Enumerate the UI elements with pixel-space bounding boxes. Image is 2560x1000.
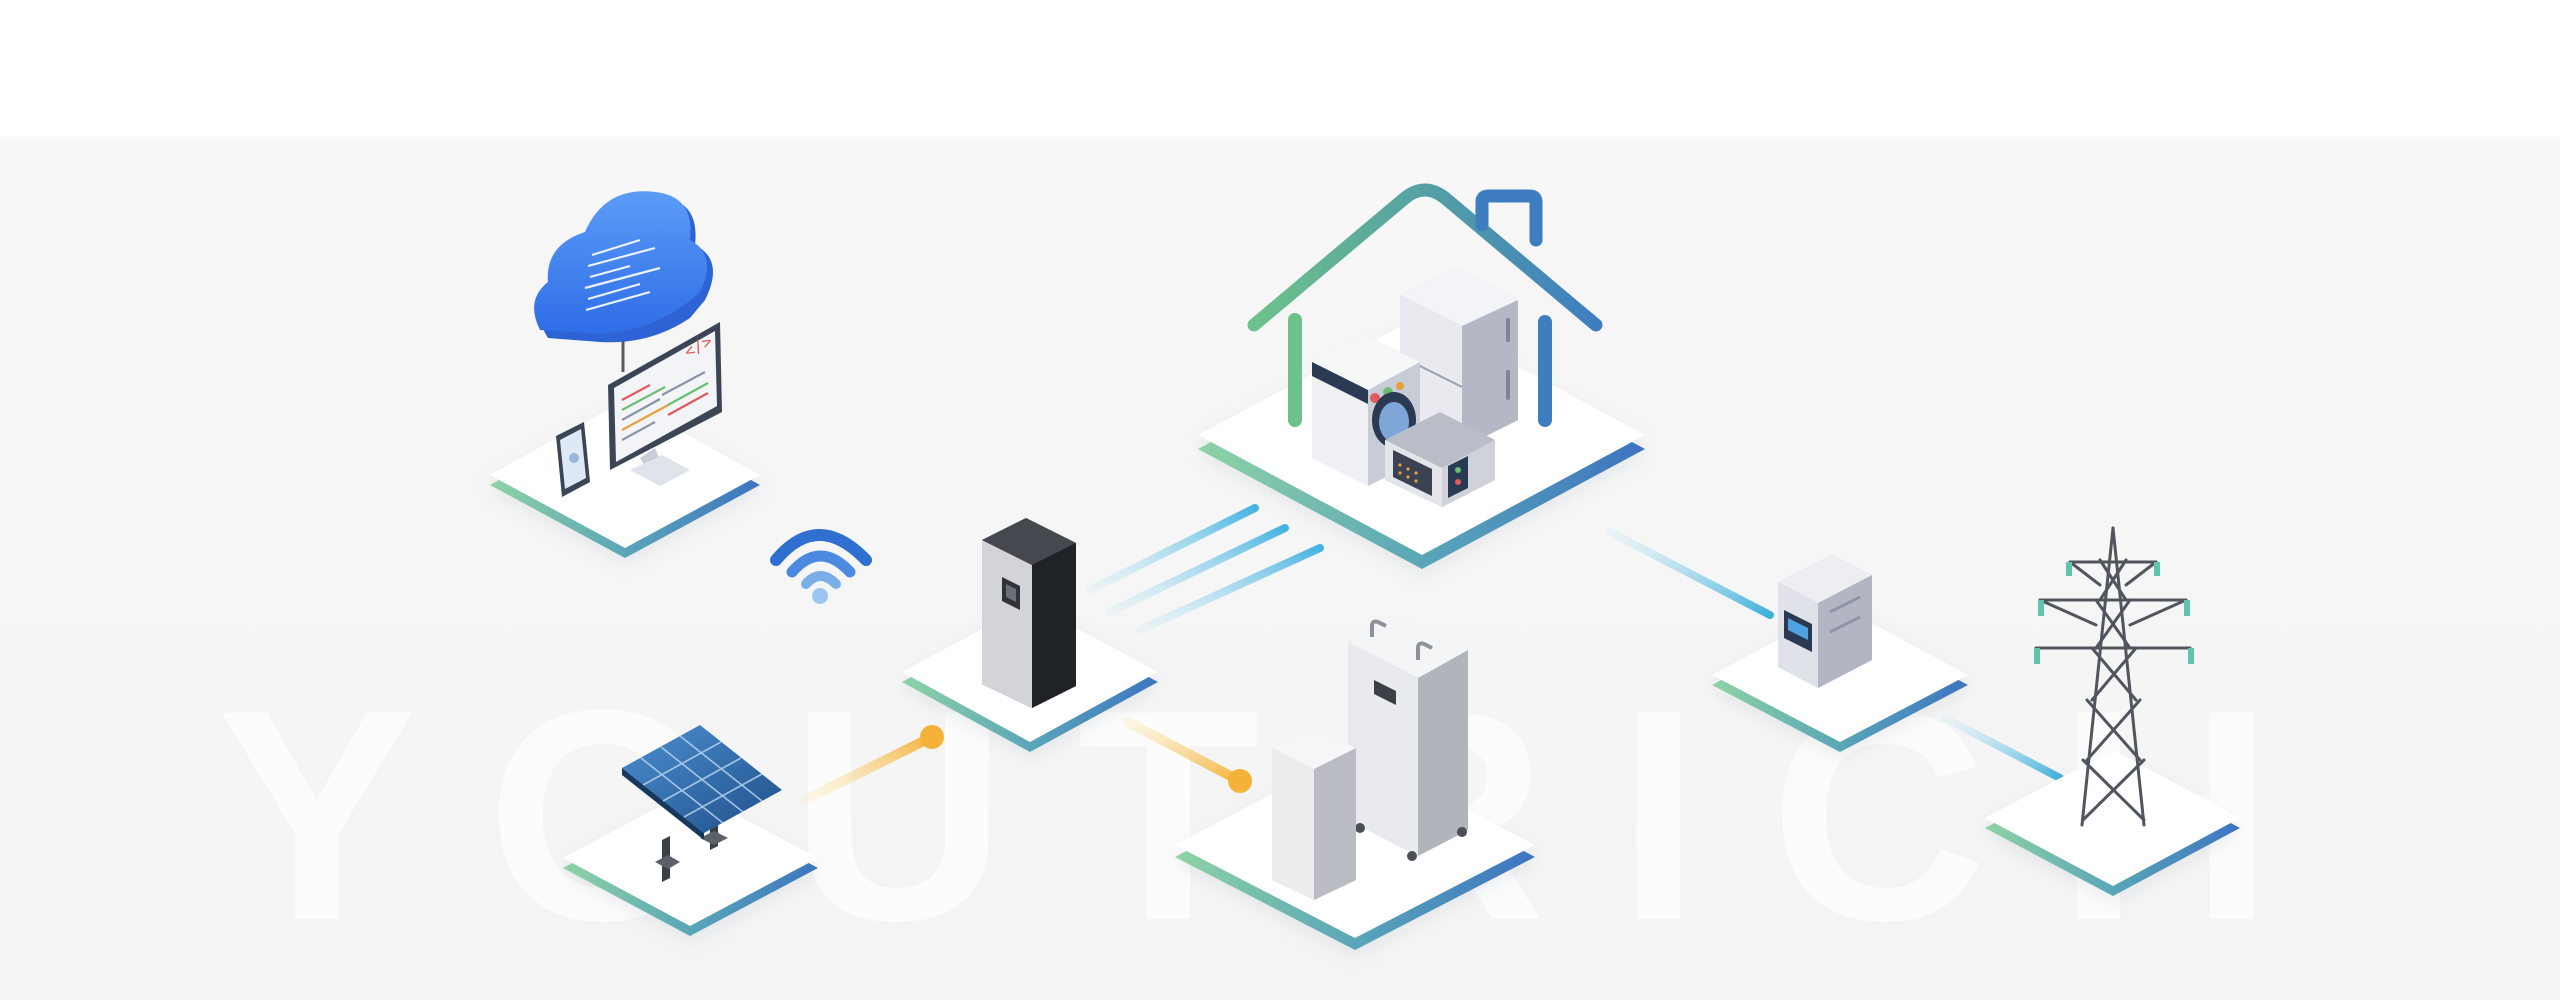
- link-meter-grid: [1941, 714, 2064, 782]
- link-inverter-house-3: [1136, 544, 1324, 634]
- connection-lines: [800, 504, 2064, 805]
- link-solar-inverter: [800, 732, 937, 805]
- link-house-meter: [1606, 528, 1774, 619]
- meter-icon: [1778, 555, 1872, 688]
- link-solar-inverter-dot: [920, 725, 944, 749]
- battery-icon: [1272, 616, 1468, 900]
- wifi-icon: [770, 529, 872, 604]
- cloud-computer-icon: </>: [534, 191, 722, 497]
- link-inverter-battery: [1123, 717, 1245, 786]
- platform-grid: [1985, 750, 2240, 896]
- tower-insulators: [2034, 562, 2194, 664]
- link-inverter-house-1: [1086, 504, 1259, 594]
- house-icon: [1247, 183, 1603, 507]
- link-inverter-house-2: [1106, 524, 1289, 616]
- platform-solar: [563, 790, 818, 936]
- transmission-tower-icon: [2034, 526, 2192, 827]
- platform-cloud: [490, 400, 760, 558]
- solar-panel-icon: [622, 725, 782, 882]
- link-inverter-battery-dot: [1228, 769, 1252, 793]
- inverter-icon: [982, 518, 1076, 708]
